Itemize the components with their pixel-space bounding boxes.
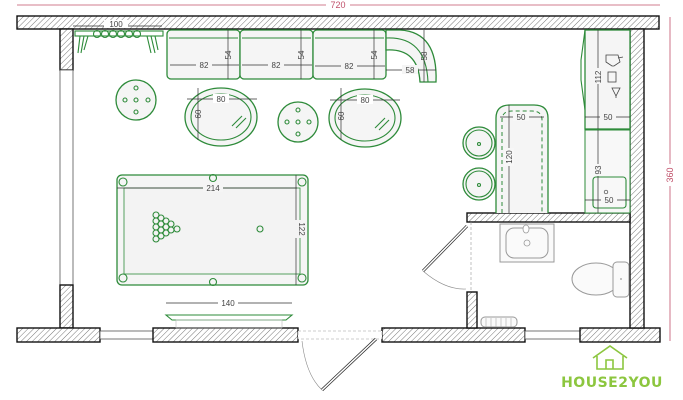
kitchen-upper-cabinet: 112 50 [580,29,631,130]
ottoman [277,101,319,143]
sofa-depth-label: 54 [297,50,306,59]
bathroom-sink [499,223,555,263]
table-depth-label: 60 [194,109,203,118]
sofa-module: 82 54 [166,29,241,80]
glass-icon [605,54,624,67]
house-icon [592,345,628,370]
sofa-depth-label: 54 [370,50,379,59]
sofa-corner-depth-label: 58 [420,51,429,60]
toilet [571,261,630,298]
sink-drain-icon [603,189,609,195]
pool-table-width-label: 122 [297,222,306,236]
table-depth-label: 60 [337,111,346,120]
sofa-module: 82 54 [239,29,314,80]
bathroom-window [524,330,581,340]
sectional-sofa: 82 54 82 54 82 54 58 [166,29,437,83]
faucet-icon [522,224,530,234]
cup-icon [607,71,617,83]
sofa-width-label: 82 [200,61,209,70]
counter-depth-label: 50 [605,196,614,205]
overall-depth-label: 360 [665,167,675,182]
entrance-door[interactable] [297,330,383,392]
pool-table-length-label: 214 [206,184,220,193]
overall-depth-dimension: 360 [664,17,676,341]
kitchen-lower-counter: 93 50 [584,129,631,214]
sofa-corner-width-label: 58 [406,66,415,75]
sofa-module: 82 54 [312,29,387,80]
billiard-balls [152,211,181,243]
bar-stool [462,167,496,201]
counter-length-label: 93 [594,165,603,174]
cabinet-depth-label: 50 [604,113,613,122]
brand-name: HOUSE2YOU [561,375,663,391]
tv-unit: 140 [164,298,294,329]
radiator [480,316,518,328]
left-window [59,69,74,286]
bathroom-door[interactable] [421,222,472,292]
bar-counter: 50 120 [495,104,549,213]
tv-unit-width-label: 140 [221,299,235,308]
coat-rack: 100 [73,20,164,54]
cue-ball [256,225,264,233]
sofa-depth-label: 54 [224,50,233,59]
coffee-table: 80 60 [184,87,258,147]
sofa-width-label: 82 [272,61,281,70]
table-width-label: 80 [361,96,370,105]
ottoman [115,79,157,121]
bar-length-label: 120 [505,150,514,164]
bottom-window-left [99,330,154,340]
table-width-label: 80 [217,95,226,104]
coat-rack-width-label: 100 [109,20,123,29]
overall-width-dimension: 720 [17,0,660,10]
cabinet-length-label: 112 [594,70,603,83]
house2you-logo: HOUSE2YOU [561,345,663,391]
coffee-table: 80 60 [328,88,402,148]
sofa-width-label: 82 [345,62,354,71]
sofa-corner: 58 58 [385,29,437,83]
pool-table: 214 122 [116,173,309,287]
overall-width-label: 720 [330,0,345,10]
wine-glass-icon [611,87,621,98]
bar-stool [462,126,496,160]
bar-width-label: 50 [517,113,526,122]
